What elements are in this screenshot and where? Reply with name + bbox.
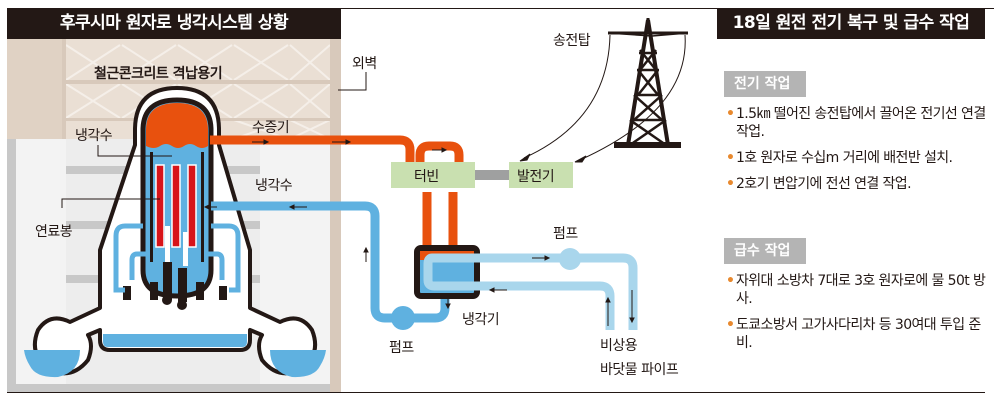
bullet-icon: • [726, 273, 735, 289]
steam-label: 수증기 [252, 120, 289, 136]
emergency-pipe-label-1: 비상용 [600, 338, 638, 354]
power-work-list: •1.5㎞ 떨어진 송전탑에서 끌어온 전기선 연결 작업. •1호 원자로 수… [726, 105, 988, 201]
top-divider-end [985, 8, 994, 9]
fuel-rods [155, 164, 197, 266]
transmission-tower-label: 송전탑 [553, 33, 591, 49]
leader-lines [61, 72, 367, 208]
bottom-divider [7, 392, 985, 393]
generator-box [509, 162, 573, 188]
emergency-pump-icon [559, 248, 581, 270]
emergency-pipe-label-2: 바닷물 파이프 [600, 362, 679, 378]
recirculation-loops [113, 223, 241, 293]
list-item: •1.5㎞ 떨어진 송전탑에서 끌어온 전기선 연결 작업. [726, 106, 986, 140]
bullet-icon: • [726, 150, 735, 166]
turbine-generator [391, 162, 573, 188]
bullet-icon: • [726, 106, 735, 122]
bullet-icon: • [726, 317, 735, 333]
list-item: •1호 원자로 수십m 거리에 배전반 설치. [726, 150, 953, 166]
control-rod-drives [123, 262, 227, 310]
transmission-tower-icon [519, 18, 689, 163]
turbine-label: 터빈 [414, 169, 439, 185]
power-work-tag: 전기 작업 [724, 71, 806, 97]
list-item: •자위대 소방차 7대로 3호 원자로에 물 50t 방사. [726, 273, 986, 307]
generator-label: 발전기 [517, 169, 554, 185]
turbine-box [391, 162, 475, 188]
diagram-title: 후쿠시마 원자로 냉각시스템 상황 [7, 8, 341, 39]
top-divider [341, 8, 717, 9]
main-pump-label: 펌프 [389, 340, 414, 356]
shaft [474, 170, 510, 180]
list-item: •2호기 변압기에 전선 연결 작업. [726, 176, 912, 192]
condenser-label: 냉각기 [462, 312, 499, 328]
containment-label: 철근콘크리트 격납용기 [94, 65, 222, 82]
fuel-rods-label: 연료봉 [35, 224, 73, 240]
water-supply-tag: 급수 작업 [724, 238, 806, 264]
water-supply-list: •자위대 소방차 7대로 3호 원자로에 물 50t 방사. •도쿄소방서 고가… [726, 272, 988, 360]
emergency-seawater-loop [423, 248, 638, 330]
main-pump-icon [391, 306, 415, 330]
outer-wall-label: 외벽 [352, 56, 377, 72]
emergency-pump-label: 펌프 [553, 226, 578, 242]
work-summary-title: 18일 원전 전기 복구 및 급수 작업 [717, 8, 985, 39]
list-item: •도쿄소방서 고가사다리차 등 30여대 투입 준비. [726, 317, 981, 351]
coolant-top-label: 냉각수 [75, 128, 113, 144]
coolant-return-label: 냉각수 [255, 178, 293, 194]
bullet-icon: • [726, 176, 735, 192]
coolant-return-line [203, 201, 451, 330]
